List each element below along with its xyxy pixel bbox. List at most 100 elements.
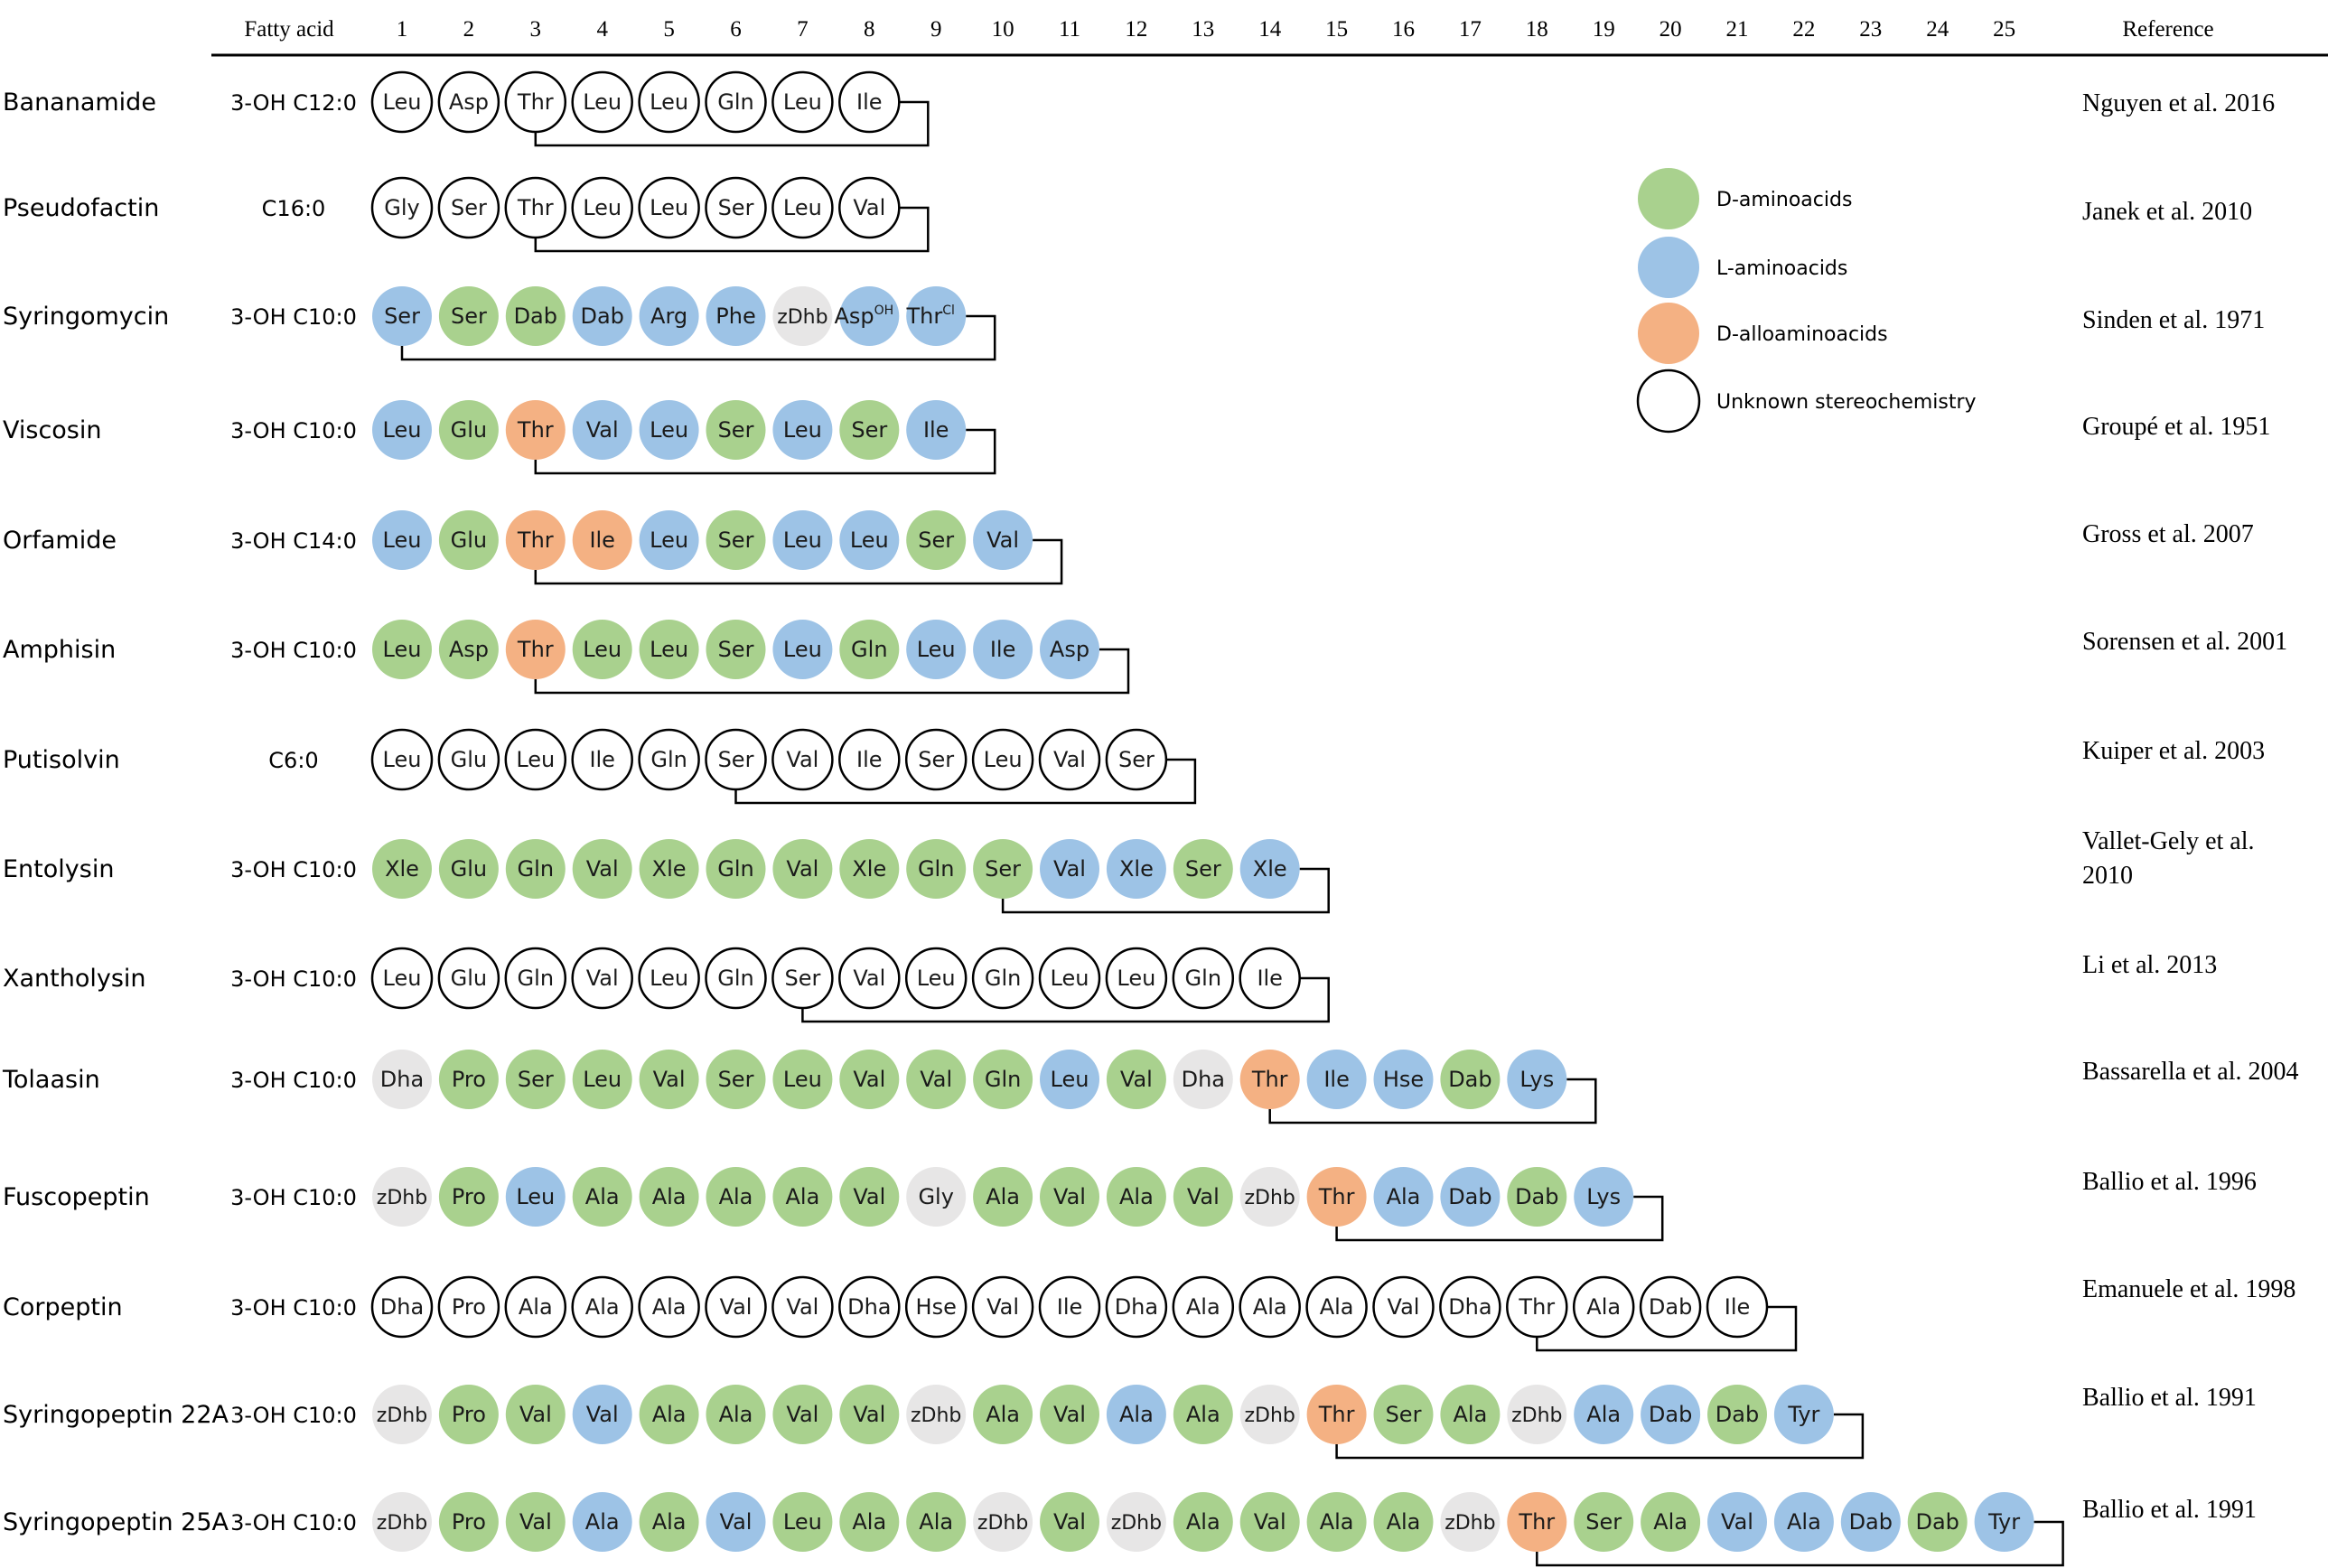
legend-swatch bbox=[1638, 168, 1699, 229]
fatty-acid: 3-OH C10:0 bbox=[230, 418, 357, 443]
residue-label: Ala bbox=[1320, 1509, 1354, 1535]
residue-label: Pro bbox=[452, 1294, 486, 1320]
residue: zDhb bbox=[372, 1385, 432, 1444]
legend-swatch bbox=[1638, 303, 1699, 364]
residue-label: Glu bbox=[451, 527, 487, 553]
residue-label: Ala bbox=[1653, 1509, 1688, 1535]
residue-label: Ala bbox=[1253, 1294, 1287, 1320]
residue-label: zDhb bbox=[1111, 1512, 1162, 1535]
residue-circle bbox=[1373, 1385, 1434, 1444]
residue-circle bbox=[1038, 728, 1101, 791]
residue-circle bbox=[505, 400, 566, 460]
residue-circle bbox=[1040, 1385, 1099, 1444]
residue: Leu bbox=[772, 1492, 833, 1552]
residue-circle bbox=[1173, 1385, 1233, 1444]
residue-circle bbox=[571, 70, 633, 134]
residue-circle bbox=[839, 1050, 900, 1109]
residue-circle bbox=[1173, 839, 1233, 899]
residue-label: Ala bbox=[519, 1294, 553, 1320]
residue-circle bbox=[906, 1385, 967, 1444]
residue-circle bbox=[706, 1492, 766, 1552]
residue: Dab bbox=[1639, 1275, 1702, 1339]
residue-label: Dab bbox=[1849, 1509, 1893, 1535]
residue-circle bbox=[505, 620, 566, 679]
residue-circle bbox=[838, 176, 901, 239]
residue-circle bbox=[572, 839, 632, 899]
residue-circle bbox=[839, 400, 900, 460]
residue-label: Asp bbox=[1050, 637, 1089, 662]
residue: Val bbox=[1173, 1167, 1233, 1227]
residue-circle bbox=[372, 1050, 432, 1109]
residue-circle bbox=[839, 839, 900, 899]
residue-circle bbox=[839, 1492, 900, 1552]
residue-label: Glu bbox=[451, 747, 487, 772]
residue-circle bbox=[906, 1492, 967, 1552]
reference-text: Sinden et al. 1971 bbox=[2082, 306, 2265, 334]
residue: Leu bbox=[370, 728, 434, 791]
residue-label: Ala bbox=[585, 1294, 620, 1320]
residue-circle bbox=[638, 70, 700, 134]
residue-circle bbox=[370, 176, 434, 239]
residue: Ala bbox=[639, 1167, 699, 1227]
residue: Hse bbox=[904, 1275, 968, 1339]
residue-circle bbox=[906, 286, 967, 346]
residue-circle bbox=[1574, 1167, 1634, 1227]
residue: Thr bbox=[1507, 1492, 1567, 1552]
residue: Gln bbox=[705, 947, 767, 1010]
residue-circle bbox=[705, 728, 767, 791]
residue: Leu bbox=[638, 176, 700, 239]
residue-circle bbox=[705, 1275, 767, 1339]
reference-header: Reference bbox=[2122, 17, 2213, 42]
residue-label: Ala bbox=[652, 1184, 687, 1209]
residue-circle bbox=[1173, 1492, 1233, 1552]
residue-label: Ile bbox=[1725, 1294, 1751, 1320]
residue: Val bbox=[571, 947, 633, 1010]
residue-circle bbox=[772, 510, 833, 570]
residue: Gln bbox=[1172, 947, 1235, 1010]
residue-circle bbox=[772, 400, 833, 460]
residue-label: Pro bbox=[452, 1402, 486, 1427]
residue-label: Dha bbox=[380, 1294, 424, 1320]
residue: Dab bbox=[1707, 1385, 1767, 1444]
residue: Ala bbox=[839, 1492, 900, 1552]
legend-label: L-aminoacids bbox=[1716, 257, 1847, 280]
residue-label: Thr bbox=[1518, 1509, 1555, 1535]
residue-label: zDhb bbox=[377, 1187, 427, 1209]
residue-label: Ala bbox=[986, 1402, 1020, 1427]
residue: Val bbox=[772, 839, 833, 899]
residue: Ile bbox=[1239, 947, 1301, 1010]
residue: Leu bbox=[639, 400, 699, 460]
residue: Leu bbox=[1038, 947, 1101, 1010]
residue-label: Glu bbox=[451, 856, 487, 882]
residue-label: Gln bbox=[717, 856, 753, 882]
fatty-acid: 3-OH C10:0 bbox=[230, 638, 357, 663]
position-number: 11 bbox=[1059, 17, 1080, 42]
residue: Glu bbox=[438, 510, 499, 570]
residue-circle bbox=[1507, 1385, 1567, 1444]
residue-label: Leu bbox=[383, 527, 422, 553]
residue-label: Lys bbox=[1586, 1184, 1621, 1209]
residue-circle bbox=[572, 1492, 632, 1552]
residue-circle bbox=[504, 176, 567, 239]
reference-text: Emanuele et al. 1998 bbox=[2082, 1275, 2295, 1303]
peptide-name: Orfamide bbox=[3, 527, 117, 555]
residue: zDhb bbox=[1239, 1167, 1300, 1227]
residue: Val bbox=[1707, 1492, 1767, 1552]
residue-circle bbox=[437, 176, 500, 239]
residue: Xle bbox=[1106, 839, 1166, 899]
residue: Leu bbox=[638, 70, 700, 134]
residue-label: Ser bbox=[451, 303, 487, 329]
residue: Val bbox=[572, 400, 632, 460]
residue: Leu bbox=[638, 947, 700, 1010]
position-number: 19 bbox=[1593, 17, 1615, 42]
residue: Xle bbox=[1239, 839, 1300, 899]
residue-circle bbox=[1507, 1492, 1567, 1552]
residue-circle bbox=[372, 839, 432, 899]
residue: zDhb bbox=[1440, 1492, 1501, 1552]
residue-circle bbox=[639, 620, 699, 679]
residue-label: Leu bbox=[917, 966, 956, 991]
residue-label: Val bbox=[586, 966, 619, 991]
residue: Val bbox=[1038, 728, 1101, 791]
residue-circle bbox=[705, 947, 767, 1010]
